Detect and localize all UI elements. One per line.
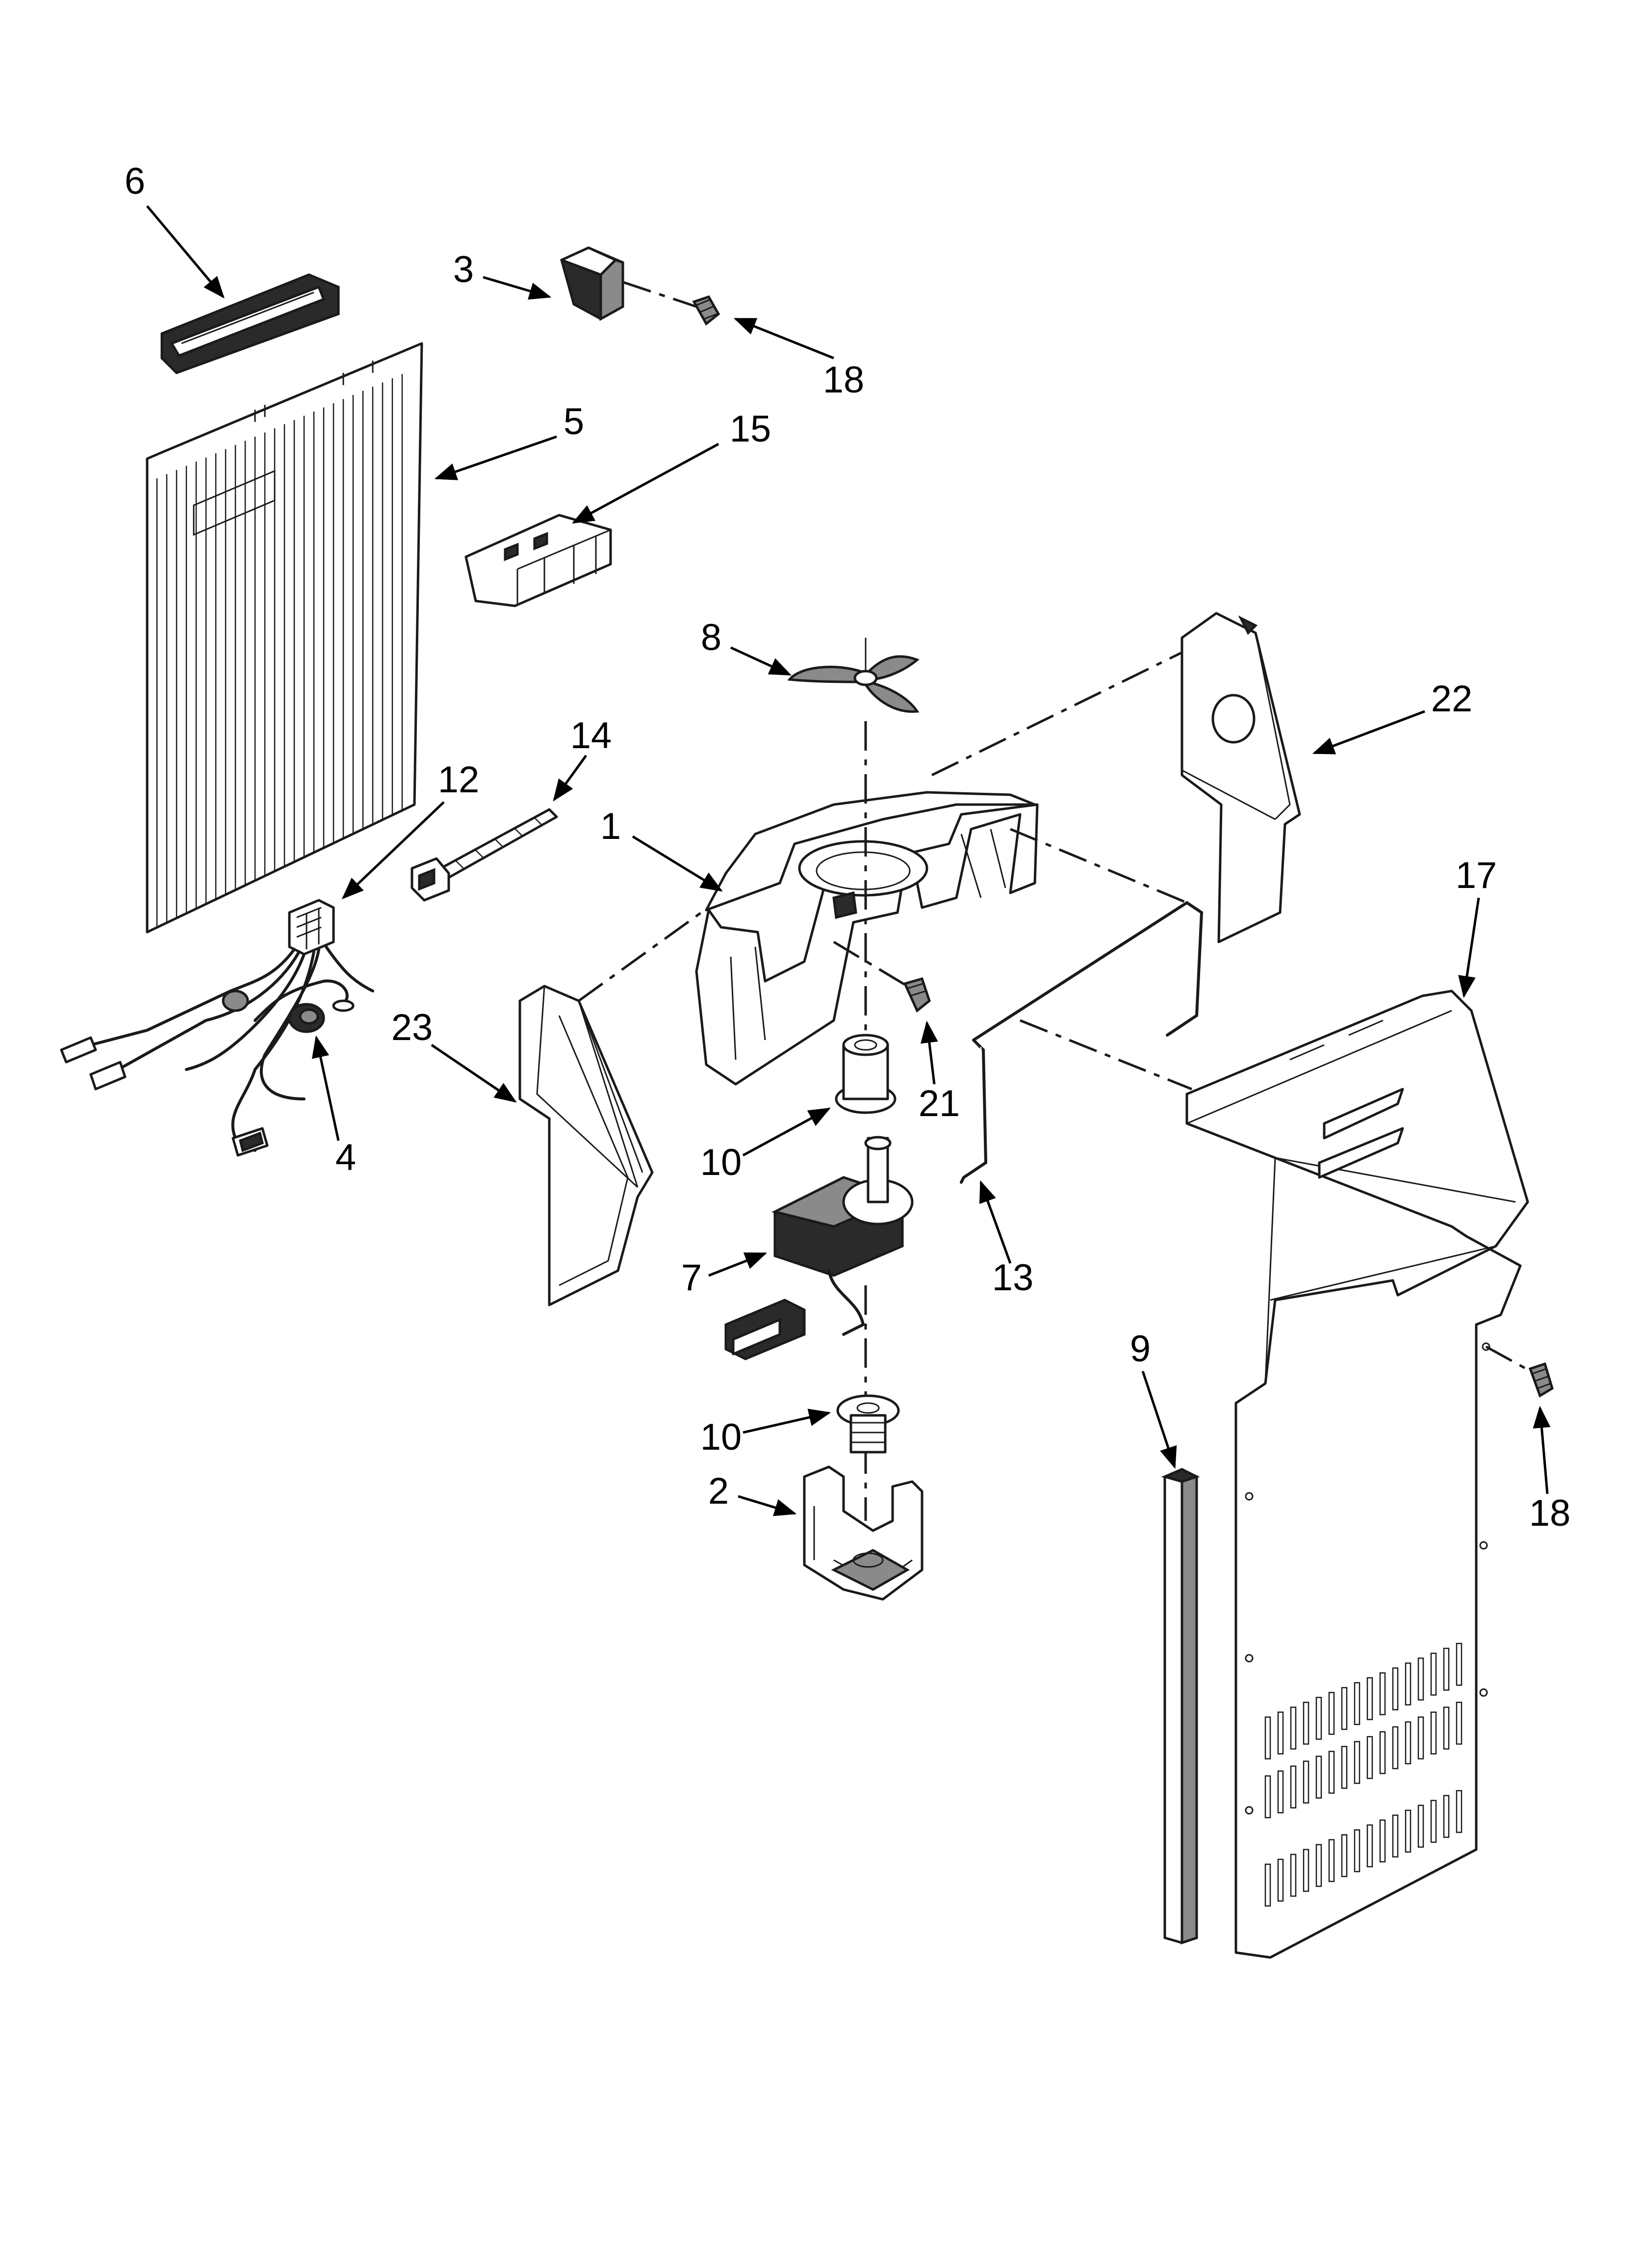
leader-arrow-c18a xyxy=(733,317,834,360)
callout-3: 3 xyxy=(453,249,474,290)
part-23-side-panel xyxy=(518,985,654,1306)
axis-line-21 xyxy=(833,940,908,988)
part-7-motor xyxy=(724,1136,914,1360)
leader-arrow-c13 xyxy=(979,1180,1012,1264)
leader-arrow-c21 xyxy=(920,1020,938,1085)
callout-22: 22 xyxy=(1431,678,1473,720)
part-5-evaporator-cover xyxy=(146,342,423,934)
callout-5: 5 xyxy=(564,401,584,443)
part-10-grommet-lower xyxy=(836,1394,900,1454)
leader-arrow-c4 xyxy=(311,1035,340,1141)
callout-13: 13 xyxy=(992,1257,1034,1299)
callout-21: 21 xyxy=(919,1083,960,1124)
callout-23: 23 xyxy=(391,1007,433,1048)
callout-8: 8 xyxy=(701,617,721,658)
leader-arrow-c22 xyxy=(1312,710,1425,755)
callout-1: 1 xyxy=(600,806,621,847)
callout-4: 4 xyxy=(335,1137,356,1178)
part-22-side-panel xyxy=(1180,612,1301,943)
part-12-wire-harness xyxy=(60,899,374,1157)
leader-arrows xyxy=(146,205,1551,1516)
axis-line-3 xyxy=(622,281,697,308)
leader-arrow-c1 xyxy=(632,835,723,892)
part-2-motor-bracket xyxy=(803,1465,924,1601)
axis-line-18-bottom xyxy=(1485,1345,1536,1375)
part-18-screw-bottom xyxy=(1528,1362,1554,1398)
axis-line-22-1 xyxy=(931,651,1183,777)
leader-arrow-c7 xyxy=(708,1252,768,1277)
callout-12: 12 xyxy=(438,759,480,801)
axis-line-13-17 xyxy=(1020,1019,1192,1091)
part-9-gasket-strip xyxy=(1161,1468,1200,1945)
leader-arrow-c18b xyxy=(1533,1406,1551,1494)
part-1-fan-shroud xyxy=(695,791,1039,1086)
callout-labels: 6 3 18 5 15 8 22 14 12 1 17 23 21 4 10 7… xyxy=(125,160,1570,1534)
leader-arrow-c2 xyxy=(738,1495,797,1516)
part-21-screw xyxy=(903,977,931,1013)
leader-arrow-c12 xyxy=(341,801,445,900)
callout-18-lower: 18 xyxy=(1529,1492,1571,1534)
callout-14: 14 xyxy=(570,715,612,756)
callout-9: 9 xyxy=(1130,1328,1151,1370)
axis-line-1-13 xyxy=(1010,828,1187,904)
leader-arrow-c10a xyxy=(742,1107,831,1157)
part-6-bracket xyxy=(160,273,340,374)
part-8-fan-blade xyxy=(787,638,920,713)
part-14-cable-tie xyxy=(410,808,558,902)
leader-arrow-c15 xyxy=(572,443,719,524)
part-3-cover-clip xyxy=(560,246,624,321)
callout-10: 10 xyxy=(700,1142,742,1183)
callout-10-lower: 10 xyxy=(700,1416,742,1458)
leader-arrow-c8 xyxy=(730,646,792,676)
part-4-grommet xyxy=(288,1003,325,1033)
axis-line-23-1 xyxy=(578,911,702,1002)
leader-arrow-c10b xyxy=(743,1408,831,1434)
part-15-bracket xyxy=(464,514,612,607)
leader-arrow-c5 xyxy=(434,435,557,480)
callout-6: 6 xyxy=(125,160,145,202)
leader-arrow-c14 xyxy=(553,755,588,802)
callout-15: 15 xyxy=(730,408,771,450)
leader-arrow-c6a xyxy=(146,205,225,299)
part-18-screw-top xyxy=(692,295,720,326)
callout-2: 2 xyxy=(708,1470,729,1512)
callout-18: 18 xyxy=(823,359,865,401)
callout-17: 17 xyxy=(1456,855,1497,896)
leader-arrow-c9 xyxy=(1141,1371,1177,1469)
part-13-wire-bracket xyxy=(960,901,1204,1184)
leader-arrow-c23 xyxy=(431,1043,517,1103)
part-10-grommet-upper xyxy=(835,1034,897,1114)
leader-arrow-c17 xyxy=(1458,897,1480,998)
leader-arrow-c3 xyxy=(483,276,552,300)
part-17-air-tower-cover xyxy=(1185,990,1529,1959)
callout-7: 7 xyxy=(681,1257,702,1299)
